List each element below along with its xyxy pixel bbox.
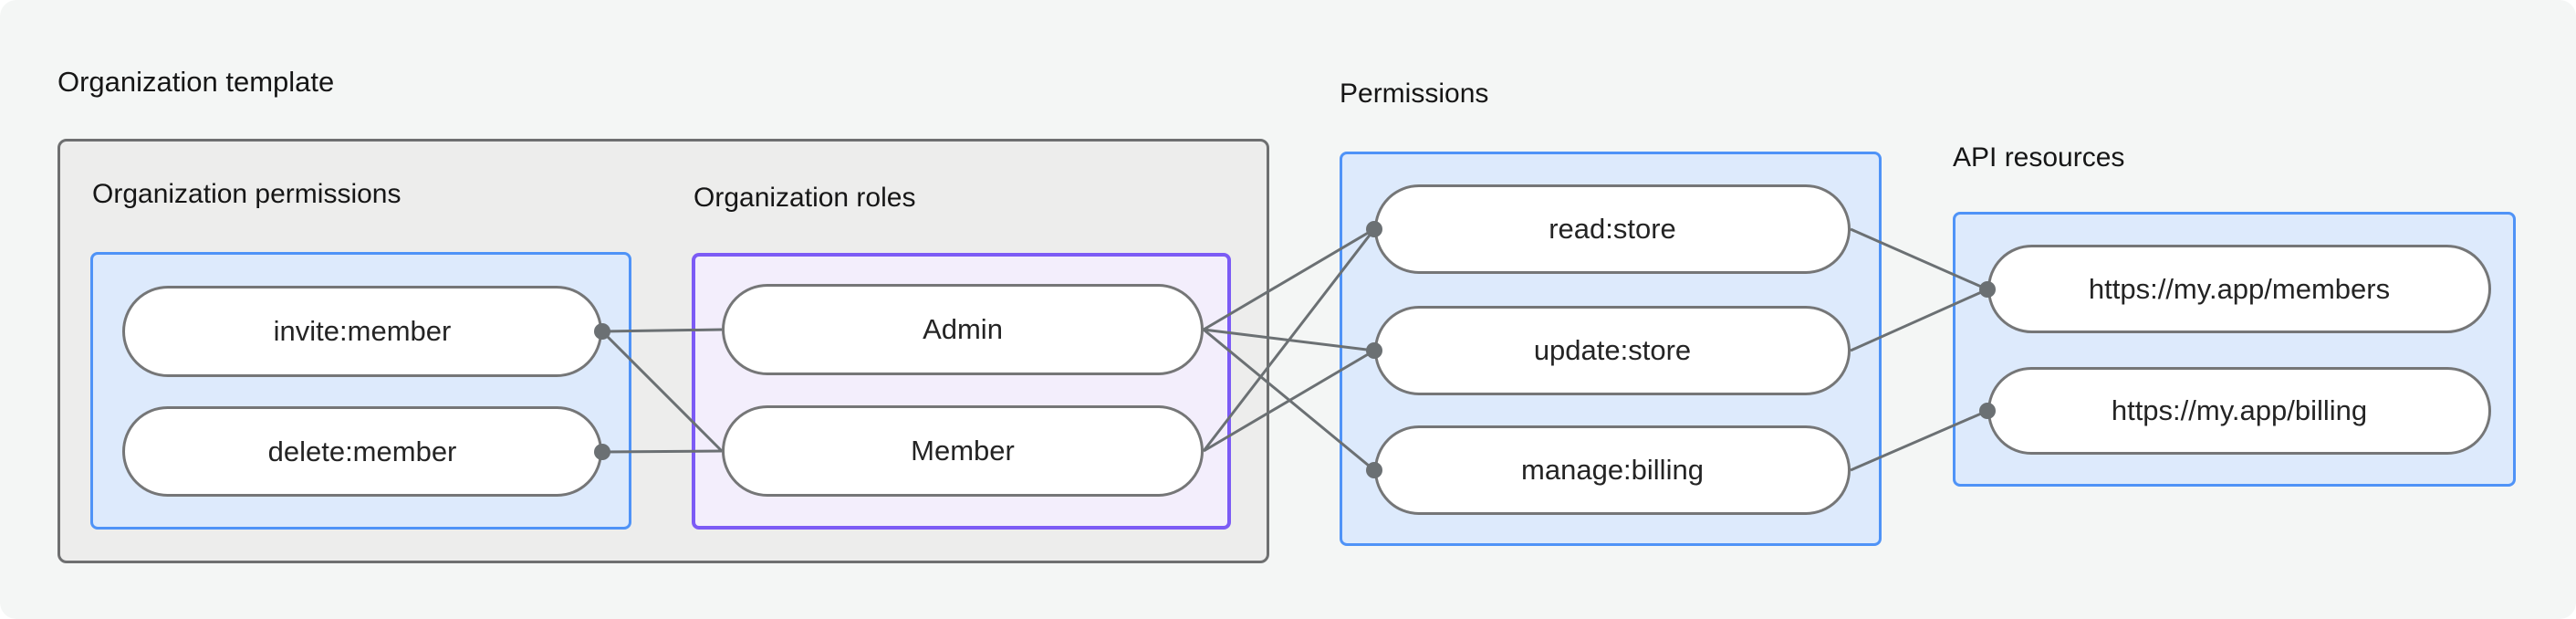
node-invite-member: invite:member	[122, 286, 602, 377]
node-manage-billing: manage:billing	[1374, 425, 1851, 515]
node-admin-role: Admin	[722, 284, 1204, 375]
permissions-label: Permissions	[1340, 79, 1489, 109]
node-delete-member: delete:member	[122, 406, 602, 497]
api-resources-label: API resources	[1953, 142, 2125, 173]
org-template-title: Organization template	[57, 66, 335, 98]
node-member-role: Member	[722, 405, 1204, 497]
node-api-billing: https://my.app/billing	[1987, 367, 2491, 455]
node-update-store: update:store	[1374, 306, 1851, 395]
org-permissions-label: Organization permissions	[92, 179, 402, 209]
org-roles-label: Organization roles	[694, 183, 916, 213]
node-api-members: https://my.app/members	[1987, 245, 2491, 333]
node-read-store: read:store	[1374, 184, 1851, 274]
